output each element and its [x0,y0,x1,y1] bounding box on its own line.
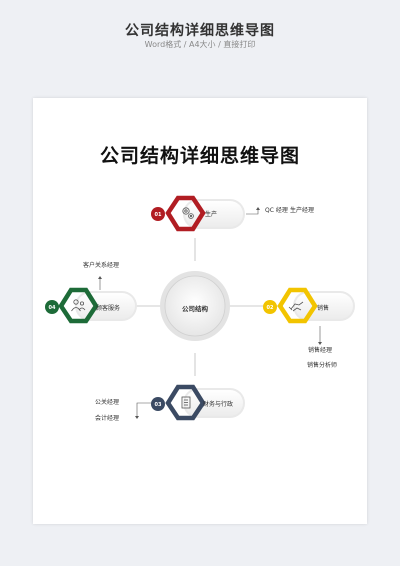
number-04: 04 [49,305,56,311]
branch-number-01 [151,207,165,221]
branch-number-02 [263,300,277,314]
handshake-icon [288,301,304,312]
branch-label-finance-admin: 财务与行政 [203,401,234,408]
center-node [160,271,230,341]
branch-production [151,195,245,232]
number-01: 01 [155,212,162,218]
detail-sales-manager: 销售经理 [308,347,333,354]
detail-production-manager: 生产经理 [290,207,315,214]
branch-customer-service [45,287,137,324]
detail-arrows [98,207,322,419]
document-title: 公司结构详细思维导图 [99,145,300,167]
people-icon [71,299,86,312]
detail-qc-manager: QC 经理 [265,207,288,214]
mind-map: 01 02 03 04 [45,195,355,421]
branch-label-customer-service: 顾客服务 [96,305,121,312]
number-02: 02 [267,305,274,311]
number-03: 03 [155,402,162,408]
detail-accounting-manager: 会计经理 [95,415,120,422]
gears-icon [182,207,194,219]
branch-number-04 [45,300,59,314]
detail-sales-analyst: 销售分析师 [307,362,338,369]
detail-crm-manager: 客户关系经理 [83,262,120,269]
document-page: 公司结构详细思维导图 [33,98,367,524]
branch-sales [263,287,355,324]
branch-label-sales: 销售 [317,305,330,312]
branch-number-03 [151,397,165,411]
center-label: 公司结构 [182,305,208,313]
branch-finance-admin [151,384,245,421]
header-title: 公司结构详细思维导图 [125,23,275,39]
branch-label-production: 生产 [205,211,218,218]
detail-pr-manager: 公关经理 [95,399,120,406]
document-icon [181,396,191,409]
header-subtitle: Word格式 / A4大小 / 直接打印 [144,40,256,49]
